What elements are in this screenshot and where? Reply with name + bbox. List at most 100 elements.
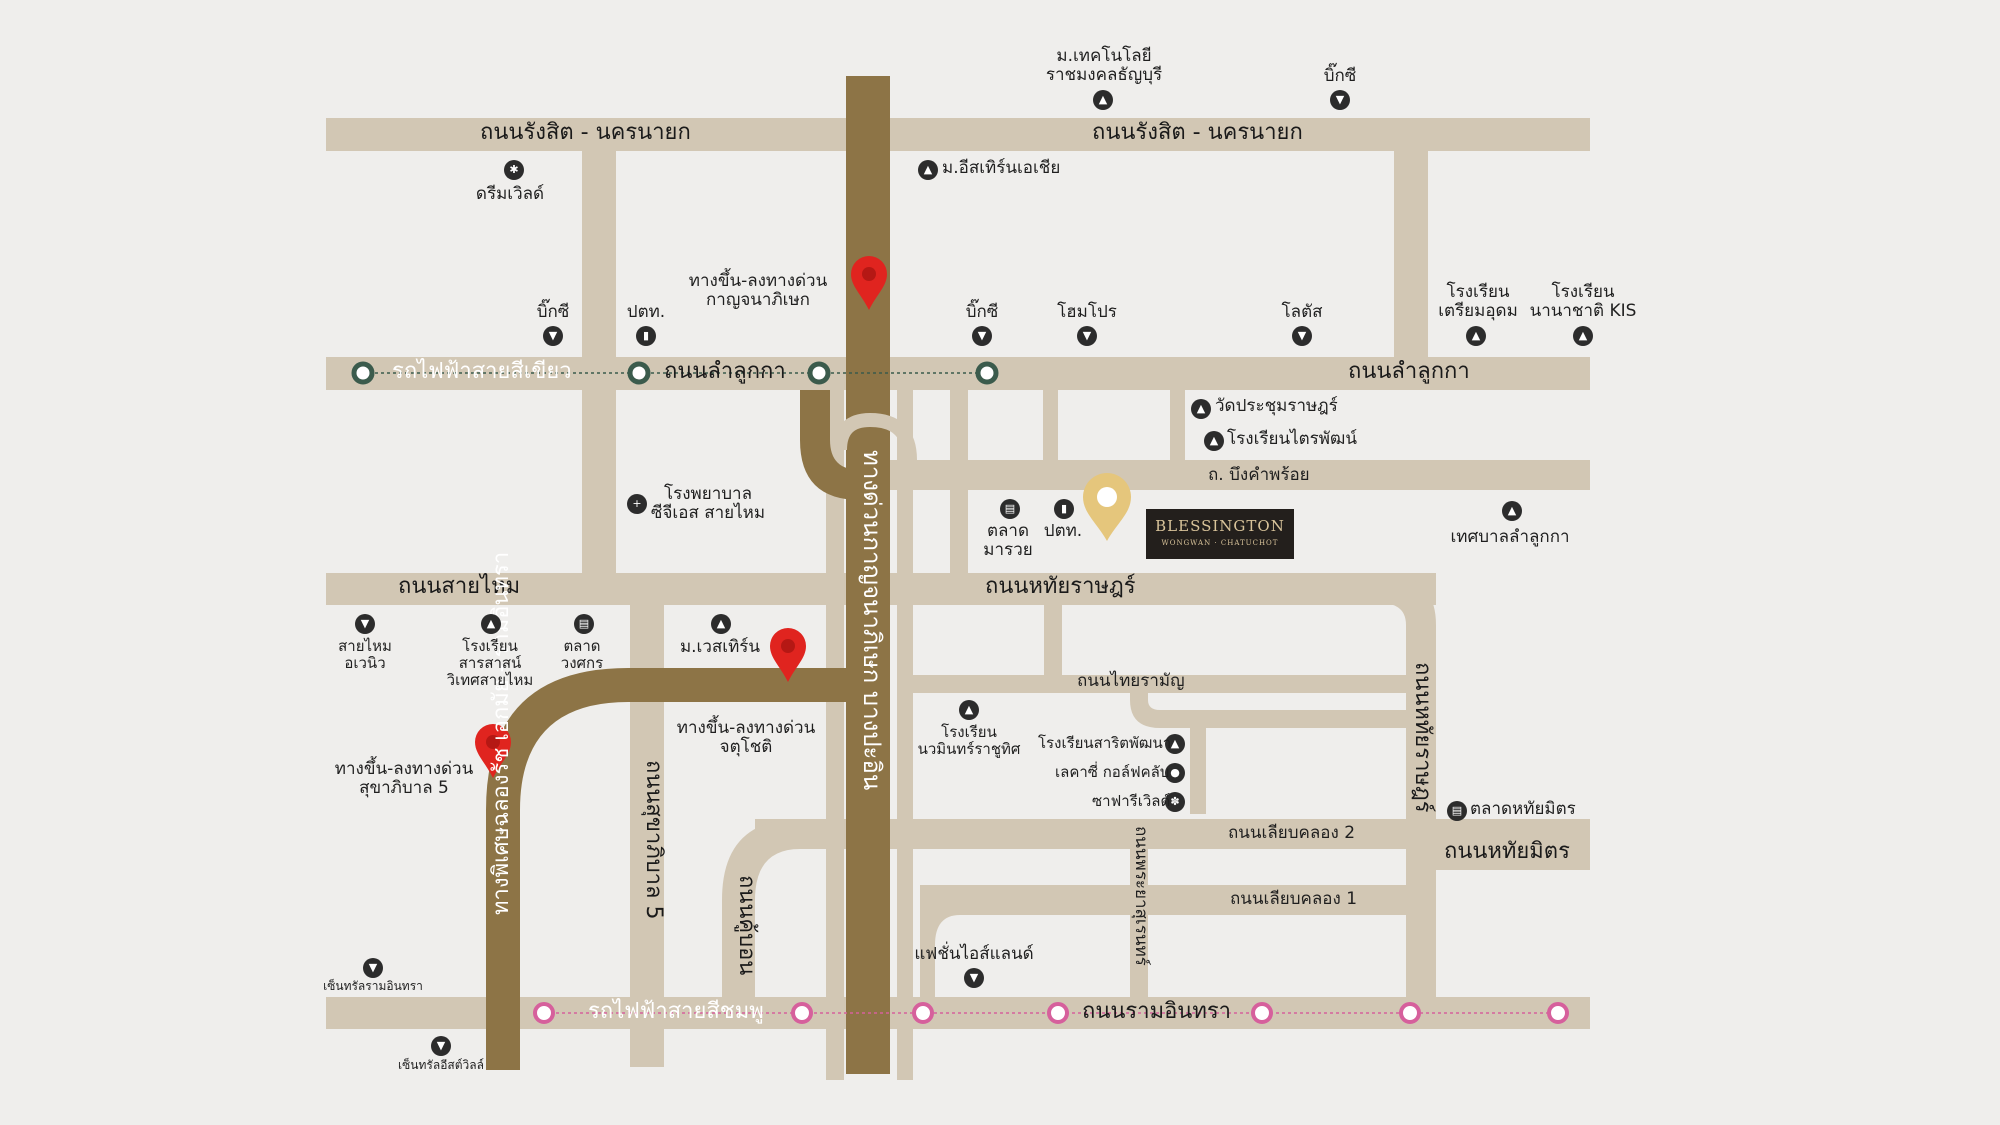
place-bigc-top: บิ๊กซี [1323,66,1357,86]
place-lakeside-golf: เลคาซี่ กอล์ฟคลับ [1055,763,1170,781]
road-label-phraya-suren: ถนนพระยาสุเรนทร์ [1131,826,1151,966]
place-cgs-hospital: โรงพยาบาล ซีจีเอส สายไหม [650,484,766,524]
expressway-ekkamai-ramintra [486,668,860,1070]
shopping-cart-icon: ▼ [355,614,375,634]
green-line-station [807,361,831,385]
transit-lines [351,361,1569,1024]
graduation-cap-icon: ▲ [1204,431,1224,451]
municipal-building-icon: ▲ [1502,501,1522,521]
road-label-hathai-rat-vertical: ถนนหทัยราษฎร์ [1410,662,1435,813]
medical-cross-icon: + [627,494,647,514]
fuel-pump-icon: ▮ [636,326,656,346]
road-label-hathai-rat: ถนนหทัยราษฎร์ [985,574,1136,599]
shopping-cart-icon: ▼ [1292,326,1312,346]
place-western-university: ม.เวสเทิร์น [679,637,761,657]
brand-name: BLESSINGTON [1155,517,1285,535]
road-label-ram-intra: ถนนรามอินทรา [1082,999,1231,1024]
road-liap-khlong-1 [920,885,1406,997]
road-overpass-curve [833,412,917,461]
map-pin-icon [851,256,887,310]
market-stall-icon: ▤ [1447,801,1467,821]
green-line-station [975,361,999,385]
shopping-cart-icon: ▼ [1077,326,1097,346]
project-location-pin-icon [1083,473,1131,541]
place-talad-marui: ตลาด มารวย [983,521,1033,561]
blessington-brand-logo: BLESSINGTON WONGWAN · CHATUCHOT [1146,509,1294,559]
road-label-kanchanaphisek: ทางด่วนกาญจนาภิเษก บางปะอิน [858,450,886,791]
road-soi-c [1170,390,1185,460]
road-hathai-rat-curve [1380,573,1436,1000]
map-pin-icon [475,724,511,778]
road-label-lamlukka-right: ถนนลำลูกกา [1348,359,1470,384]
road-left-vertical [582,151,616,573]
pink-line-station [533,1002,555,1024]
place-ptt-left: ปตท. [626,302,666,322]
place-talad-wongsakorn: ตลาด วงศกร [560,637,604,672]
place-homepro: โฮมโปร [1057,302,1117,322]
pink-line-station [1547,1002,1569,1024]
place-central-ramintra: เซ็นทรัลรามอินทรา [323,979,423,993]
golfer-icon: ● [1165,763,1185,783]
ferris-wheel-icon: ✱ [504,160,524,180]
place-talad-hathai-mit: ตลาดหทัยมิตร [1470,799,1576,819]
pink-line-station [1047,1002,1069,1024]
road-label-rangsit-left: ถนนรังสิต - นครนายก [480,120,691,145]
fuel-pump-icon: ▮ [1054,499,1074,519]
road-label-liap-khlong-2: ถนนเลียบคลอง 2 [1228,823,1356,843]
graduation-cap-icon: ▲ [711,614,731,634]
place-exp-chatuchot: ทางขึ้น-ลงทางด่วน จตุโชติ [676,718,816,758]
road-thai-raman [910,675,1406,693]
pink-line-station [912,1002,934,1024]
pink-line-station [1399,1002,1421,1024]
place-saimai-avenue: สายไหม อเวนิว [338,637,392,672]
green-line-label: รถไฟฟ้าสายสีเขียว [392,359,572,384]
expressway-network [486,76,890,1074]
road-label-rangsit-right: ถนนรังสิต - นครนายก [1092,120,1303,145]
place-lotus: โลตัส [1281,302,1323,322]
road-label-bueng-kham-phroi: ถ. บึงคำพร้อย [1208,465,1310,485]
pink-line-label: รถไฟฟ้าสายสีชมพู [588,999,764,1024]
road-label-thai-raman: ถนนไทยรามัญ [1077,671,1185,691]
shopping-cart-icon: ▼ [543,326,563,346]
graduation-cap-icon: ▲ [1093,90,1113,110]
brand-subtitle: WONGWAN · CHATUCHOT [1161,539,1279,547]
graduation-cap-icon: ▲ [1466,326,1486,346]
place-fashion-island: แฟชั่นไอส์แลนด์ [914,944,1034,964]
graduation-cap-icon: ▲ [481,614,501,634]
place-central-eastville: เซ็นทรัลอีสต์วิลล์ [398,1058,484,1072]
road-label-sai-mai: ถนนสายไหม [398,574,521,599]
temple-icon: ▲ [1191,399,1211,419]
place-kis: โรงเรียน นานาชาติ KIS [1529,282,1637,322]
shopping-cart-icon: ▼ [431,1036,451,1056]
road-label-hathai-mit: ถนนหทัยมิตร [1444,839,1570,864]
road-network [326,118,1590,1080]
green-line-station [627,361,651,385]
paw-icon: ✽ [1165,792,1185,812]
place-bigc-mid: บิ๊กซี [965,302,999,322]
shopping-cart-icon: ▼ [964,968,984,988]
place-sarit-school: โรงเรียนสาริตพัฒนา [1038,734,1172,752]
road-label-liap-khlong-1: ถนนเลียบคลอง 1 [1230,889,1358,909]
road-label-lamlukka-left: ถนนลำลูกกา [664,359,786,384]
place-bigc-left: บิ๊กซี [536,302,570,322]
road-soi-a [950,390,968,573]
road-bueng-kham-phroi [870,460,1590,490]
place-nawamin-school: โรงเรียน นวมินทร์ราชูทิศ [917,723,1021,758]
road-rangsit-nakhonnayok [326,118,1590,151]
road-label-sukhaphiban-5: ถนนสุขาภิบาล 5 [641,760,666,920]
shopping-cart-icon: ▼ [363,958,383,978]
graduation-cap-icon: ▲ [1165,734,1185,754]
graduation-cap-icon: ▲ [918,160,938,180]
place-tech-university: ม.เทคโนโลยี ราชมงคลธัญบุรี [1045,46,1163,86]
pink-line-station [791,1002,813,1024]
place-dream-world: ดรีมเวิลด์ [475,184,545,204]
green-line-station [351,361,375,385]
market-stall-icon: ▤ [574,614,594,634]
expressway-markers [475,256,887,778]
road-label-ekkamai-vertical: ทางพิเศษฉลองรัช เอกมัย - รามอินทรา [489,551,514,915]
expressway-kanchanaphisek [846,76,890,1074]
place-wat-prachum: วัดประชุมราษฎร์ [1215,396,1338,416]
road-thai-raman-loop [1130,683,1406,728]
map-pin-icon [770,628,806,682]
